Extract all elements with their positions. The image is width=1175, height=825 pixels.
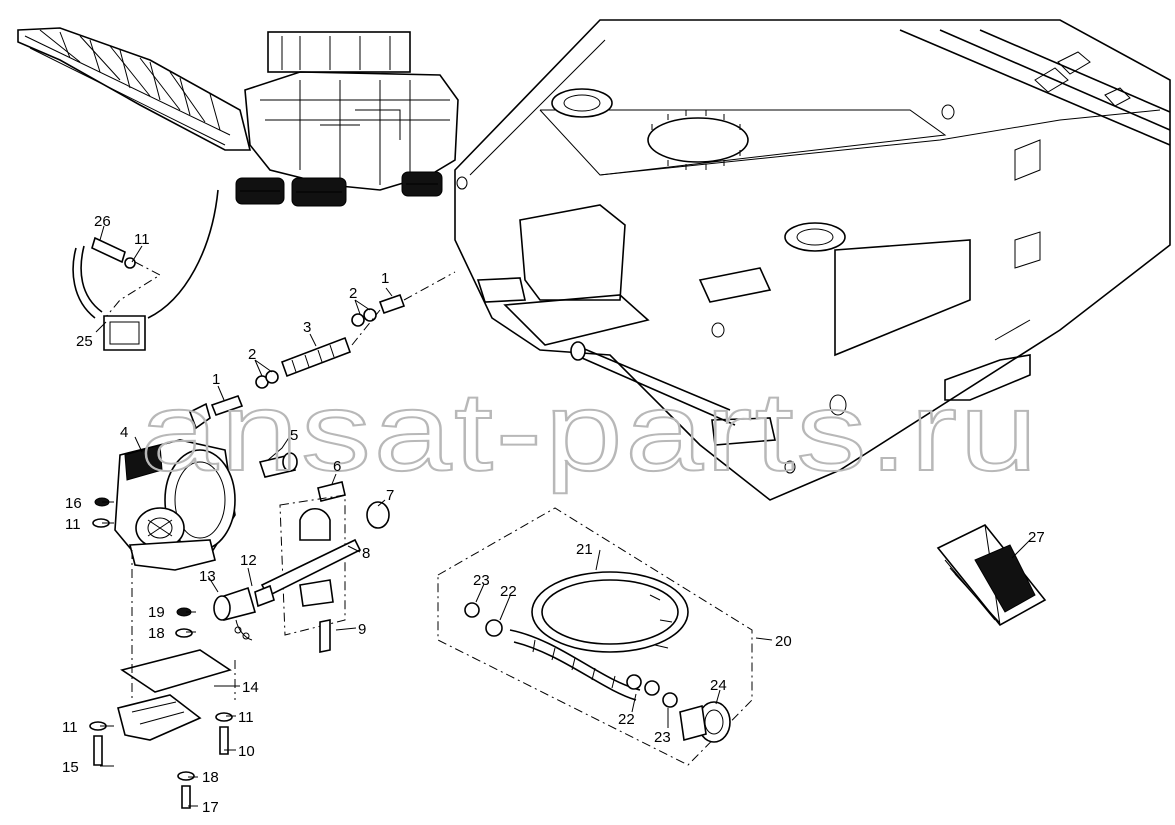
callout-9: 9: [358, 621, 366, 638]
callout-20: 20: [775, 633, 792, 650]
callout-23: 23: [654, 729, 671, 746]
machine-overview-illustration: [17, 27, 459, 207]
callout-17: 17: [202, 799, 219, 816]
callout-5: 5: [290, 427, 298, 444]
callout-8: 8: [362, 545, 370, 562]
callout-22: 22: [500, 583, 517, 600]
callout-26: 26: [94, 213, 111, 230]
callout-19: 19: [148, 604, 165, 621]
callout-21: 21: [576, 541, 593, 558]
callout-7: 7: [386, 487, 394, 504]
callout-labels: 1 1 2 2 3 4 5 6 7 8 9 10 11 11 11 11 12 …: [62, 213, 1045, 816]
mounting-plate-parts: [89, 497, 236, 809]
callout-3: 3: [303, 319, 311, 336]
bearing-bracket-parts: [260, 481, 390, 653]
operator-manual-booklet: [936, 523, 1047, 627]
callout-4: 4: [120, 424, 128, 441]
callout-2: 2: [349, 285, 357, 302]
main-frame-assembly: [454, 19, 1171, 501]
callout-15: 15: [62, 759, 79, 776]
callout-18: 18: [202, 769, 219, 786]
callout-1: 1: [212, 371, 220, 388]
hydraulic-pump-assembly: [114, 439, 298, 571]
callout-11: 11: [62, 719, 78, 736]
callout-13: 13: [199, 568, 216, 585]
callout-27: 27: [1028, 529, 1045, 546]
callout-2: 2: [248, 346, 256, 363]
callout-18: 18: [148, 625, 165, 642]
callout-14: 14: [242, 679, 259, 696]
watermark-text: ansat-parts.ru: [140, 369, 1040, 494]
callout-6: 6: [333, 458, 341, 475]
callout-11: 11: [134, 231, 150, 248]
callout-12: 12: [240, 552, 257, 569]
callout-1: 1: [381, 270, 389, 287]
callout-25: 25: [76, 333, 93, 350]
quick-coupling-parts: [213, 584, 275, 641]
callout-11: 11: [65, 516, 81, 533]
callout-11: 11: [238, 709, 254, 726]
callout-22: 22: [618, 711, 635, 728]
callout-24: 24: [710, 677, 727, 694]
hose-kit-assembly: [437, 507, 753, 766]
callout-23: 23: [473, 572, 490, 589]
detail-connector-curve: [147, 189, 219, 319]
drive-shaft-parts: [188, 271, 456, 430]
callout-leader-lines: [95, 225, 1031, 807]
callout-10: 10: [238, 743, 255, 760]
callout-16: 16: [65, 495, 82, 512]
